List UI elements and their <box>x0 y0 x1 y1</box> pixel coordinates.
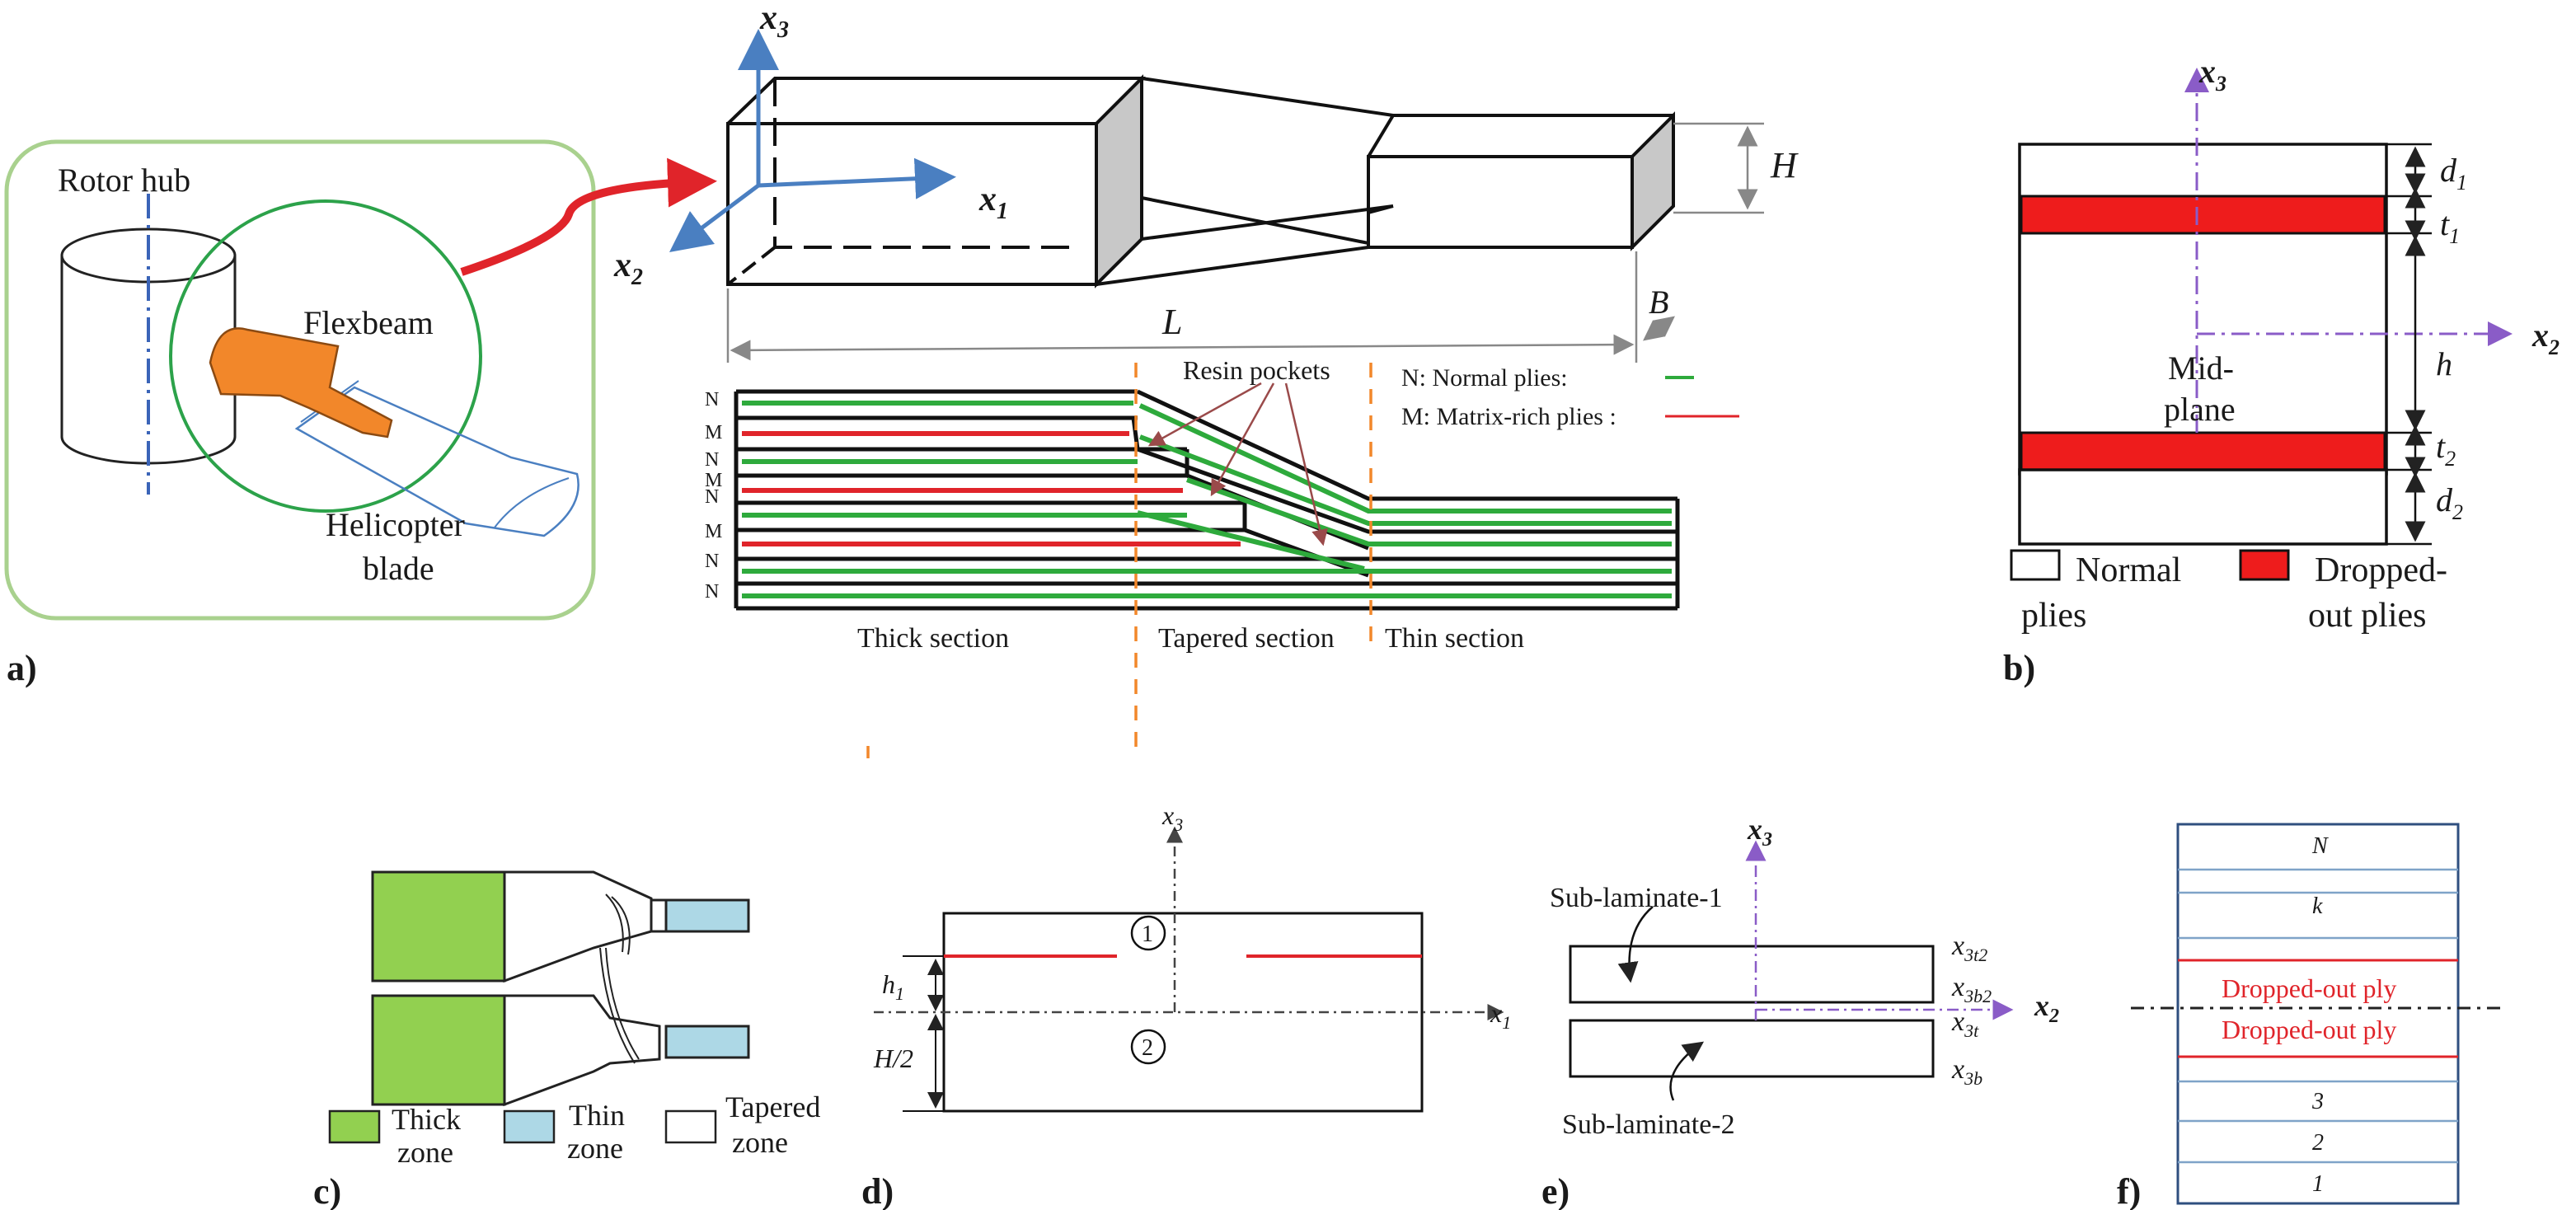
panel-label-a: a) <box>7 648 37 688</box>
legend-normal-box <box>2010 549 2061 581</box>
f-ply-1: 1 <box>2312 1171 2324 1197</box>
inset-frame <box>4 139 596 621</box>
panel-label-d: d) <box>861 1171 894 1210</box>
panel-label-b: b) <box>2003 648 2035 688</box>
b-t2: t2 <box>2436 428 2456 471</box>
panel-label-f: f) <box>2117 1171 2141 1210</box>
e-axis-x3: x3 <box>1747 813 1772 851</box>
b-midplane-1: Mid- <box>2168 349 2234 387</box>
axes-3d <box>669 29 956 252</box>
dim-B-label: B <box>1649 284 1668 321</box>
axis-x1-label: x1 <box>978 181 1008 224</box>
ply-type-labels: N M N M N M N N <box>705 389 722 603</box>
c-thin-1: Thin <box>569 1099 625 1132</box>
svg-text:M: M <box>705 521 722 542</box>
b-h: h <box>2436 345 2452 382</box>
e-sub2: Sub-laminate-2 <box>1562 1109 1735 1140</box>
c-thin-2: zone <box>567 1132 623 1165</box>
zoom-arrow <box>460 157 717 276</box>
b-midplane-2: plane <box>2164 391 2236 428</box>
c-tapered-2: zone <box>732 1126 788 1159</box>
axis-x3-label: x3 <box>759 0 789 43</box>
dropped-ply-top <box>2020 195 2386 235</box>
d-circle-1: 1 <box>1142 922 1153 947</box>
tapered-section-label: Tapered section <box>1158 623 1335 654</box>
c-thick-2: zone <box>397 1136 453 1169</box>
b-t1: t1 <box>2440 205 2460 248</box>
svg-text:N: N <box>705 389 719 410</box>
legend-normal-1: Normal <box>2076 551 2181 589</box>
legend-dropped-1: Dropped- <box>2315 551 2447 589</box>
flexbeam-label: Flexbeam <box>303 304 434 341</box>
b-d2: d2 <box>2436 481 2463 524</box>
b-axis-x2: x2 <box>2531 317 2560 359</box>
svg-text:M: M <box>705 470 722 491</box>
f-ply-k: k <box>2312 893 2323 919</box>
d-h1: h1 <box>882 969 904 1004</box>
e-axis-x2: x2 <box>2034 989 2059 1027</box>
laminate-bottom-block <box>2018 468 2388 546</box>
rotor-hub-label: Rotor hub <box>58 162 190 199</box>
f-ply-2: 2 <box>2312 1130 2324 1156</box>
thick-section-label: Thick section <box>857 623 1009 654</box>
legend-dropped-box <box>2239 549 2290 581</box>
legend-matrix-plies: M: Matrix-rich plies : <box>1401 403 1616 430</box>
c-tapered-1: Tapered <box>725 1090 820 1123</box>
panel-label-e: e) <box>1541 1171 1570 1210</box>
svg-text:N: N <box>705 581 719 603</box>
d-axis-x3: x3 <box>1161 800 1183 835</box>
dim-L-label: L <box>1161 302 1182 342</box>
dim-H-label: H <box>1770 145 1799 185</box>
e-x3b2: x3b2 <box>1951 972 1992 1006</box>
panel-a: Rotor hub Flexbeam Helicopter blade a) <box>4 139 717 688</box>
legend-dropped-2: out plies <box>2308 597 2427 635</box>
axis-x2-label: x2 <box>613 246 643 290</box>
e-x3b: x3b <box>1951 1054 1982 1089</box>
f-ply-N: N <box>2311 833 2329 859</box>
f-dropped-2: Dropped-out ply <box>2222 1015 2396 1044</box>
legend-normal-plies: N: Normal plies: <box>1401 364 1568 392</box>
b-d1: d1 <box>2440 152 2467 195</box>
b-axis-x3: x3 <box>2198 53 2226 96</box>
helicopter-blade <box>294 386 579 537</box>
flexbeam-shape <box>209 327 393 439</box>
d-circle-2: 2 <box>1142 1035 1153 1061</box>
svg-text:N: N <box>705 449 719 471</box>
e-x3t: x3t <box>1951 1006 1979 1041</box>
panel-b <box>2018 68 2513 546</box>
svg-text:M: M <box>705 422 722 443</box>
panel-label-c: c) <box>313 1171 341 1210</box>
f-ply-3: 3 <box>2311 1089 2324 1114</box>
f-dropped-1: Dropped-out ply <box>2222 973 2396 1003</box>
d-h2: H/2 <box>873 1044 913 1073</box>
helicopter-label: Helicopter <box>326 506 465 543</box>
resin-pockets-label: Resin pockets <box>1183 355 1330 385</box>
flexbeam-circle <box>169 199 482 513</box>
dim-L <box>726 251 1675 363</box>
dropped-ply-bottom <box>2020 431 2386 471</box>
blade-label: blade <box>363 550 434 587</box>
rotor-hub-cylinder <box>60 194 237 495</box>
legend-normal-2: plies <box>2021 597 2086 635</box>
e-sub1: Sub-laminate-1 <box>1550 883 1723 913</box>
panel-d <box>874 826 1504 1113</box>
e-x3t2: x3t2 <box>1951 931 1987 965</box>
c-thick-1: Thick <box>392 1103 461 1136</box>
svg-text:N: N <box>705 486 719 508</box>
ply-drop-section <box>734 363 1680 758</box>
svg-text:N: N <box>705 551 719 572</box>
panel-c <box>328 870 750 1144</box>
panel-f <box>2131 823 2506 1205</box>
d-axis-x1: x1 <box>1490 998 1511 1033</box>
dim-H <box>1673 122 1764 214</box>
flexbeam-3d <box>726 74 1675 288</box>
panel-e <box>1569 840 2014 1101</box>
thin-section-label: Thin section <box>1385 623 1524 654</box>
